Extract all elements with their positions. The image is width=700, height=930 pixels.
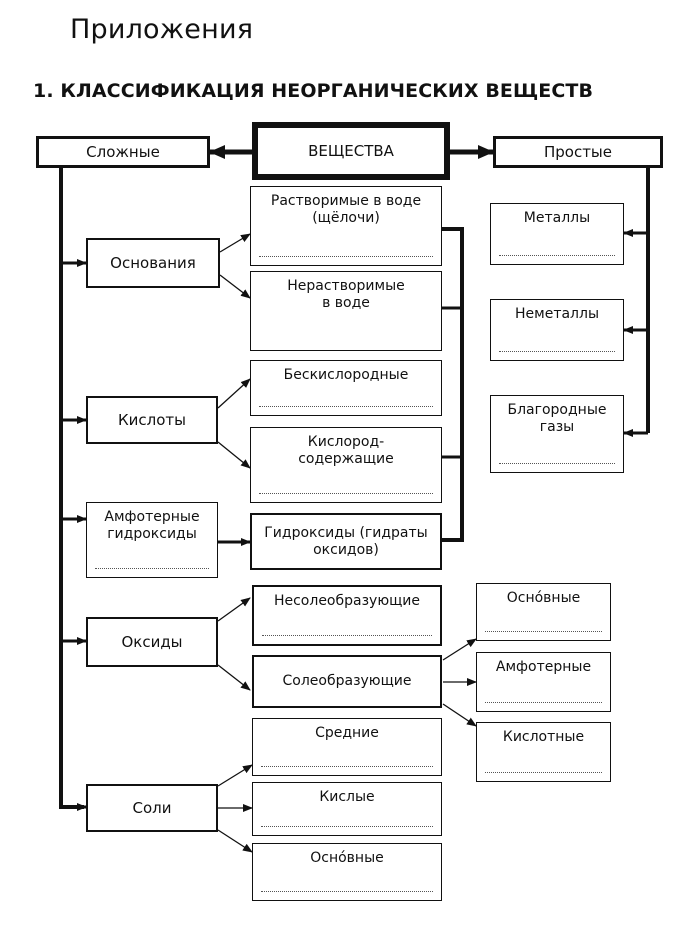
node-label: Сложные: [86, 142, 160, 161]
node-label: Средние: [315, 725, 379, 741]
answer-line: [485, 702, 602, 703]
node-salts: Соли: [86, 784, 218, 832]
saltforming-to-acidic-arrow: [442, 703, 477, 727]
node-metals: Металлы: [490, 203, 624, 265]
answer-line: [259, 256, 433, 257]
node-label: Амфотерные: [495, 659, 592, 675]
bases-to-insoluble-arrow: [219, 274, 251, 299]
answer-line: [259, 493, 433, 494]
node-label: Оснóвные: [506, 590, 581, 606]
page-title: Приложения: [70, 14, 254, 45]
node-label: Кислотные: [502, 729, 585, 745]
node-label: Оснóвные: [310, 850, 384, 866]
node-label: ВЕЩЕСТВА: [308, 141, 394, 160]
node-amphoteric-oxides: Амфотерные: [476, 652, 611, 712]
acids-to-oxygen-arrow: [217, 441, 251, 469]
node-substances: ВЕЩЕСТВА: [252, 122, 450, 180]
node-medium-salts: Средние: [252, 718, 442, 776]
saltforming-to-basic-arrow: [442, 638, 477, 661]
node-label: Несолеобразующие: [273, 593, 421, 609]
node-bases: Основания: [86, 238, 220, 288]
node-label: Кислоты: [118, 410, 186, 429]
node-non-salt-forming: Несолеобразующие: [252, 585, 442, 646]
hydroxides-bracket-line: [442, 227, 464, 542]
complex-trunk-line: [59, 167, 84, 809]
salts-to-medium-arrow: [217, 764, 253, 787]
node-label: Гидроксиды (гидраты оксидов): [264, 524, 428, 558]
node-amphoteric-hydroxides: Амфотерные гидроксиды: [86, 502, 218, 578]
node-label: Солеобразующие: [282, 673, 412, 689]
node-acids: Кислоты: [86, 396, 218, 444]
node-label: Кислые: [319, 789, 375, 805]
node-acidic-salts: Кислые: [252, 782, 442, 836]
node-label: Оксиды: [121, 632, 183, 651]
section-title: 1. КЛАССИФИКАЦИЯ НЕОРГАНИЧЕСКИХ ВЕЩЕСТВ: [33, 80, 594, 102]
node-complex: Сложные: [36, 136, 210, 168]
node-noble-gases: Благородные газы: [490, 395, 624, 473]
acids-to-oxygenfree-arrow: [217, 378, 251, 409]
node-salt-forming: Солеобразующие: [252, 655, 442, 708]
node-simple: Простые: [493, 136, 663, 168]
node-label: Неметаллы: [515, 306, 599, 322]
answer-line: [262, 635, 432, 636]
node-oxygen-acids: Кислород-содержащие: [250, 427, 442, 503]
answer-line: [499, 255, 615, 256]
node-soluble-bases: Растворимые в воде (щёлочи): [250, 186, 442, 266]
node-label: Амфотерные гидроксиды: [104, 509, 200, 542]
node-label: Нерастворимые в воде: [287, 278, 405, 311]
bases-to-soluble-arrow: [219, 233, 251, 253]
node-label: Растворимые в воде (щёлочи): [270, 193, 422, 226]
node-oxygen-free-acids: Бескислородные: [250, 360, 442, 416]
node-label: Благородные газы: [507, 402, 607, 435]
node-label: Основания: [110, 253, 196, 272]
node-basic-salts: Оснóвные: [252, 843, 442, 901]
node-label: Соли: [132, 798, 172, 817]
node-label: Бескислородные: [283, 367, 409, 383]
node-insoluble-bases: Нерастворимые в воде: [250, 271, 442, 351]
node-hydroxides: Гидроксиды (гидраты оксидов): [250, 513, 442, 570]
answer-line: [261, 766, 433, 767]
answer-line: [261, 826, 433, 827]
salts-to-basic-arrow: [217, 829, 253, 853]
answer-line: [485, 772, 602, 773]
answer-line: [95, 568, 209, 569]
answer-line: [485, 631, 602, 632]
answer-line: [259, 406, 433, 407]
oxides-to-nonsalt-arrow: [217, 597, 251, 622]
node-oxides: Оксиды: [86, 617, 218, 667]
node-label: Простые: [543, 142, 613, 161]
answer-line: [499, 351, 615, 352]
oxides-to-saltforming-arrow: [217, 664, 251, 691]
answer-line: [499, 463, 615, 464]
node-basic-oxides: Оснóвные: [476, 583, 611, 641]
node-nonmetals: Неметаллы: [490, 299, 624, 361]
answer-line: [261, 891, 433, 892]
node-label: Кислород-содержащие: [298, 434, 394, 467]
node-label: Металлы: [523, 210, 591, 226]
node-acidic-oxides: Кислотные: [476, 722, 611, 782]
